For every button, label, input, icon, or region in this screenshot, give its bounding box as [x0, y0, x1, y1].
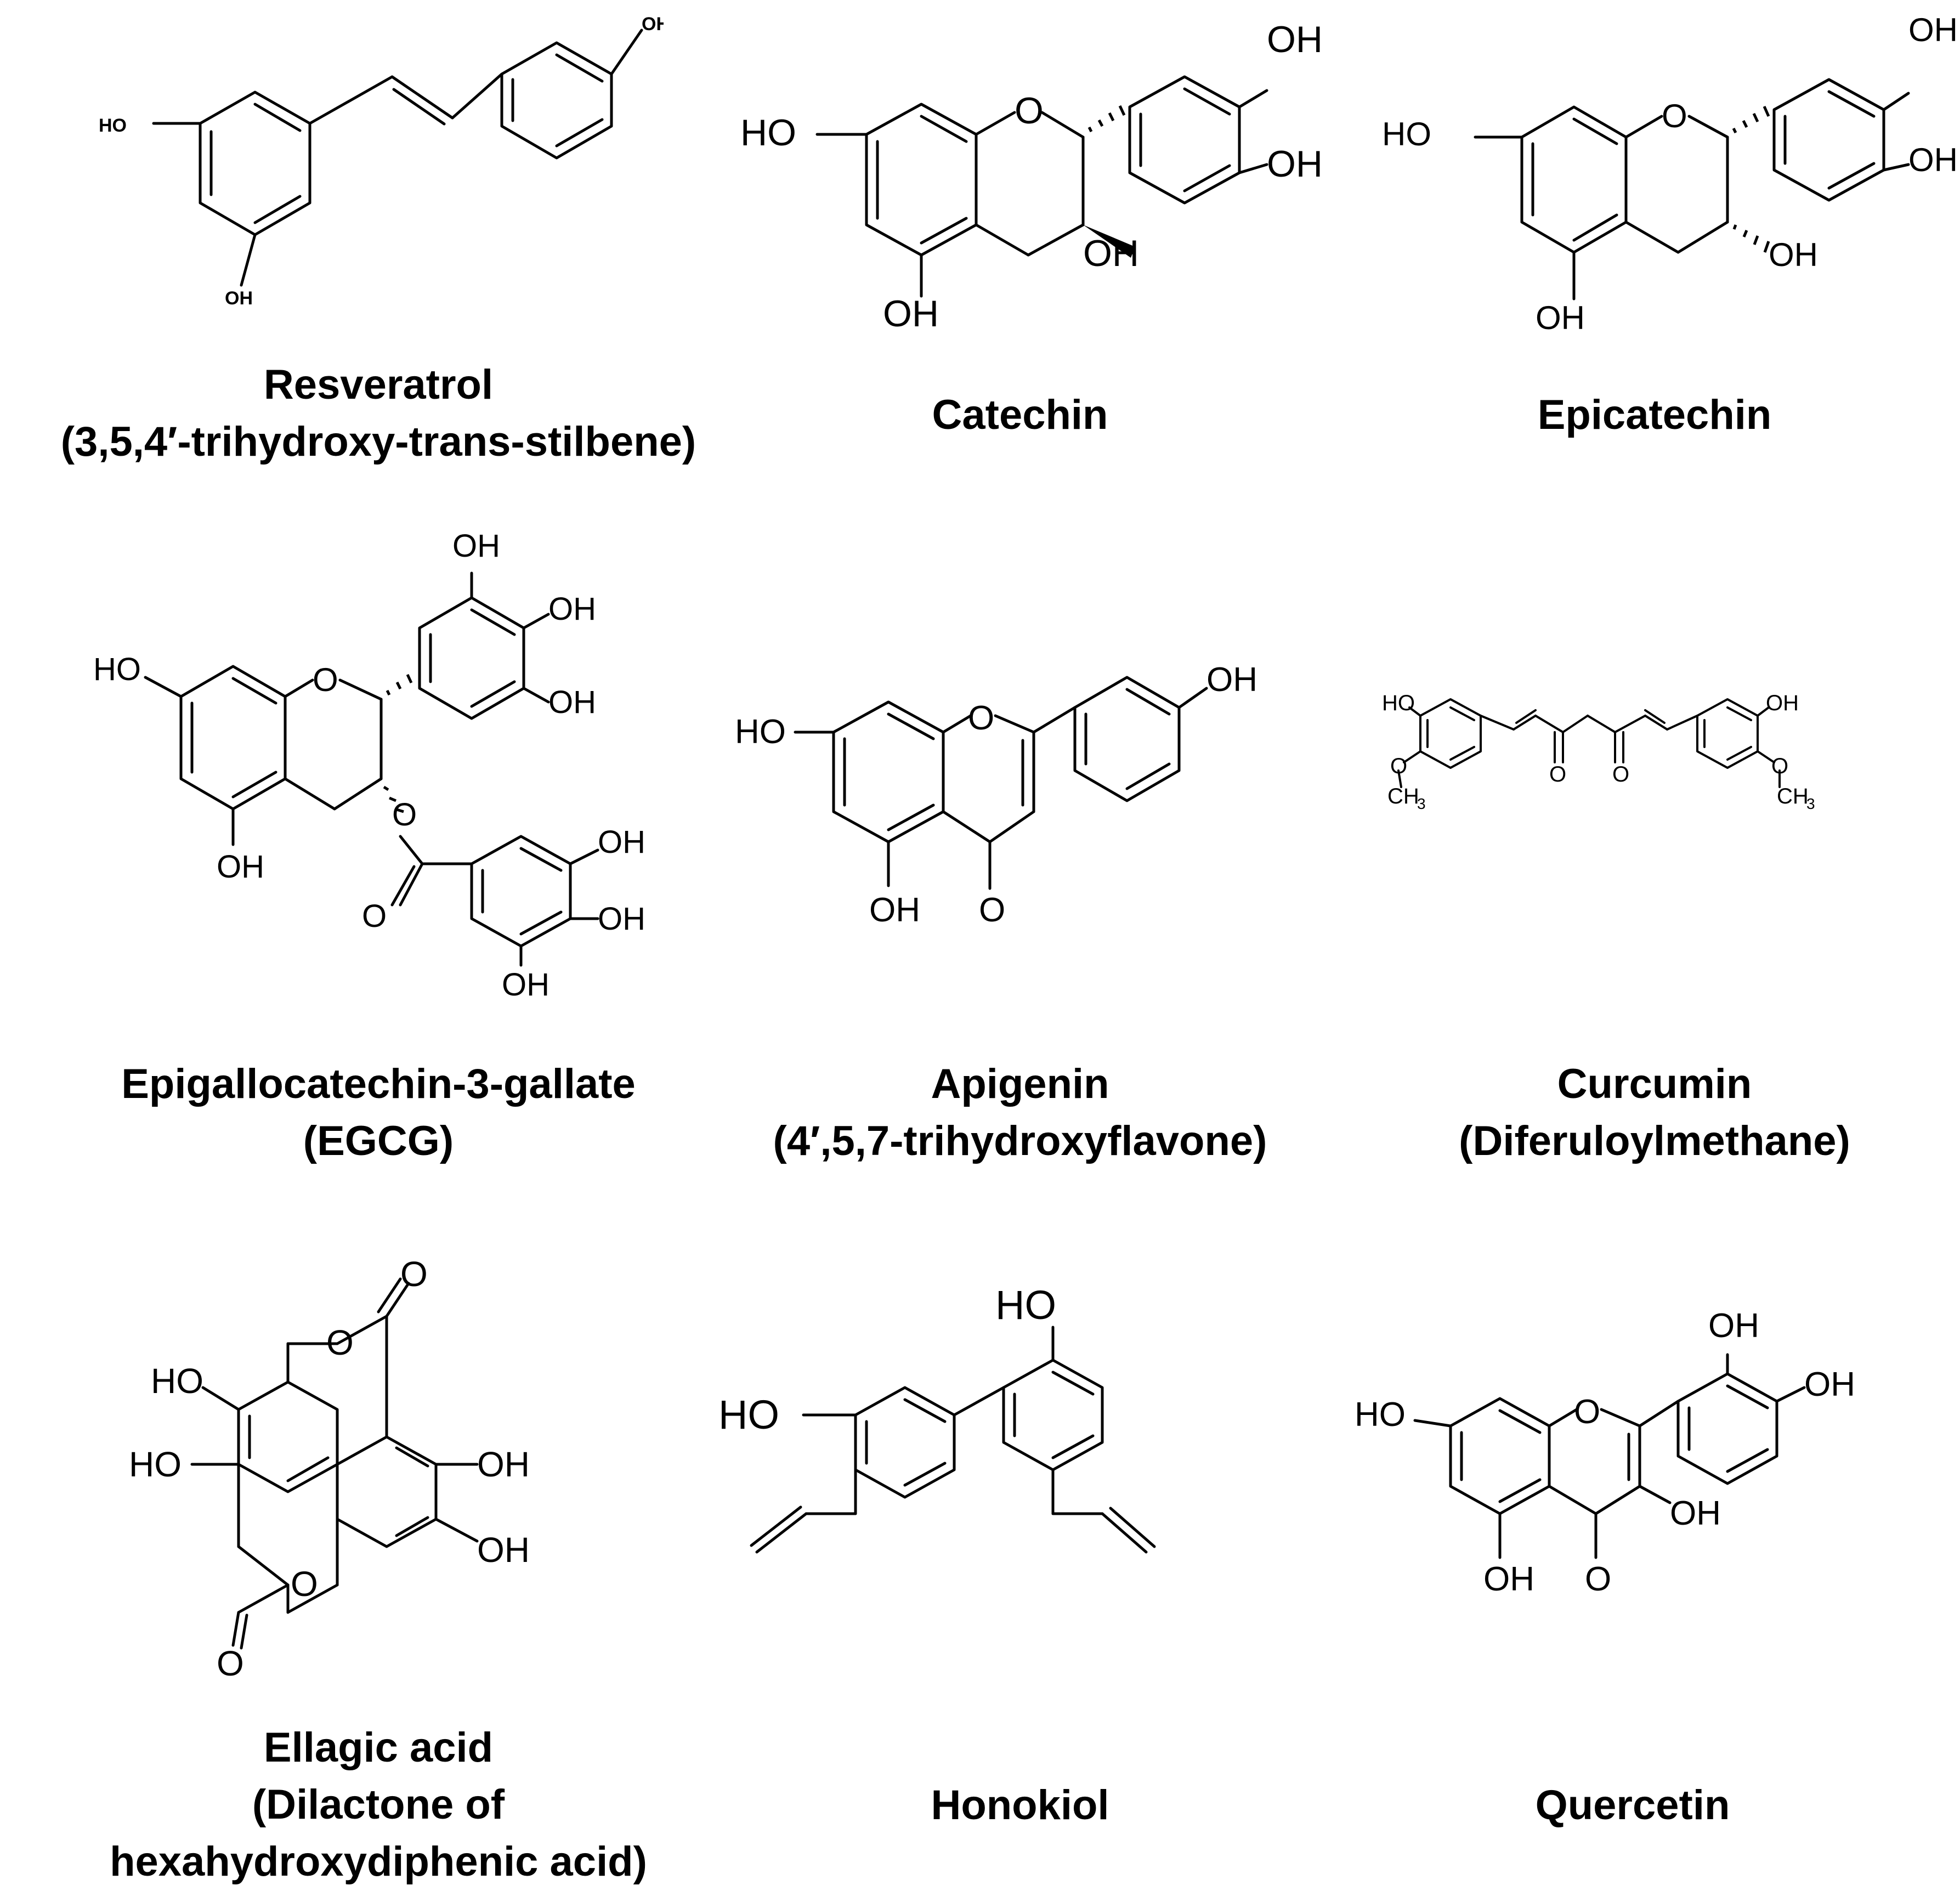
- egcg-oh-3: OH: [548, 684, 596, 720]
- egcg-name: Epigallocatechin-3-gallate: [121, 1061, 636, 1107]
- ellagic-acid-subtitle: (Dilactone of: [252, 1781, 505, 1828]
- egcg-oh-2: OH: [548, 591, 596, 627]
- ellagic-acid-name: Ellagic acid: [263, 1724, 494, 1771]
- egcg-oh-8: OH: [502, 967, 550, 1003]
- egcg-ester-o: O: [392, 797, 417, 833]
- curcumin-methoxy-o-1: O: [1390, 754, 1407, 778]
- epicatechin-name: Epicatechin: [1537, 392, 1772, 438]
- ellagic-acid-structure: HO HO OH OH O O O O: [93, 1261, 675, 1678]
- apigenin-subtitle: (4′,5,7-trihydroxyflavone): [773, 1118, 1267, 1164]
- epicatechin-oh-5: OH: [1536, 299, 1585, 336]
- quercetin-oh-3: OH: [1670, 1494, 1721, 1532]
- curcumin-keto-o-2: O: [1612, 762, 1629, 786]
- apigenin-carbonyl-o: O: [979, 891, 1005, 929]
- resveratrol-oh-label-2: OH: [225, 288, 253, 309]
- egcg-caption: Epigallocatechin-3-gallate (EGCG): [0, 1056, 757, 1170]
- curcumin-structure: HO O CH 3 O O OH O CH 3: [1371, 669, 1960, 877]
- ellagic-acid-caption: Ellagic acid (Dilactone of hexahydroxydi…: [0, 1719, 757, 1890]
- curcumin-ch3-1: CH: [1387, 784, 1419, 808]
- resveratrol-name: Resveratrol: [263, 361, 494, 408]
- catechin-oh-5: OH: [883, 293, 939, 335]
- catechin-ring-o: O: [1015, 90, 1044, 132]
- honokiol-structure: HO HO: [718, 1278, 1322, 1673]
- epicatechin-caption: Epicatechin: [1349, 387, 1960, 444]
- honokiol-ho-2: HO: [718, 1392, 779, 1437]
- resveratrol-structure: OH HO OH: [93, 0, 664, 340]
- curcumin-oh: OH: [1766, 691, 1799, 715]
- quercetin-ring-o: O: [1574, 1393, 1600, 1431]
- apigenin-caption: Apigenin (4′,5,7-trihydroxyflavone): [718, 1056, 1322, 1170]
- resveratrol-caption: Resveratrol (3,5,4′-trihydroxy-trans-sti…: [0, 356, 757, 471]
- epicatechin-oh-1: OH: [1908, 12, 1958, 48]
- curcumin-name: Curcumin: [1557, 1061, 1752, 1107]
- apigenin-ring-o: O: [968, 699, 994, 737]
- catechin-oh-2: OH: [1267, 143, 1322, 185]
- egcg-oh-7: OH: [598, 901, 645, 937]
- catechin-name: Catechin: [932, 392, 1108, 438]
- catechin-caption: Catechin: [718, 387, 1322, 444]
- honokiol-ho-1: HO: [995, 1282, 1056, 1328]
- apigenin-oh-5: OH: [869, 891, 920, 929]
- curcumin-subtitle: (Diferuloylmethane): [1459, 1118, 1850, 1164]
- honokiol-caption: Honokiol: [718, 1777, 1322, 1834]
- ellagic-oh-2: OH: [477, 1530, 530, 1570]
- quercetin-name: Quercetin: [1535, 1782, 1730, 1828]
- catechin-ho: HO: [740, 112, 796, 154]
- ellagic-carbonyl-o-2: O: [217, 1644, 244, 1678]
- egcg-carbonyl-o: O: [362, 898, 387, 934]
- egcg-ho: HO: [93, 652, 141, 687]
- catechin-oh-1: OH: [1267, 19, 1322, 60]
- quercetin-oh-1: OH: [1708, 1307, 1759, 1345]
- curcumin-caption: Curcumin (Diferuloylmethane): [1349, 1056, 1960, 1170]
- curcumin-keto-o-1: O: [1549, 762, 1566, 786]
- ellagic-lactone-o-2: O: [291, 1564, 318, 1604]
- catechin-oh-3: OH: [1083, 233, 1139, 274]
- curcumin-ch3-sub-2: 3: [1806, 795, 1815, 812]
- apigenin-oh-1: OH: [1206, 661, 1257, 699]
- resveratrol-oh-label: OH: [642, 14, 664, 35]
- catechin-structure: O OH OH HO OH OH: [718, 0, 1322, 351]
- egcg-structure: O OH OH OH HO OH O O OH OH OH: [93, 510, 675, 1031]
- quercetin-oh-5: OH: [1483, 1560, 1534, 1598]
- quercetin-structure: O OH OH HO OH OH O: [1355, 1250, 1960, 1645]
- curcumin-ch3-sub-1: 3: [1417, 795, 1426, 812]
- quercetin-carbonyl-o: O: [1585, 1560, 1611, 1598]
- ellagic-acid-subtitle-2: hexahydroxydiphenic acid): [110, 1838, 647, 1885]
- egcg-oh-6: OH: [598, 824, 645, 860]
- resveratrol-subtitle: (3,5,4′-trihydroxy-trans-stilbene): [60, 418, 696, 465]
- egcg-oh-1: OH: [452, 528, 500, 564]
- epicatechin-ho: HO: [1382, 116, 1431, 152]
- egcg-subtitle: (EGCG): [303, 1118, 454, 1164]
- epicatechin-oh-3: OH: [1769, 236, 1818, 273]
- quercetin-ho: HO: [1355, 1396, 1406, 1434]
- egcg-oh-5: OH: [217, 849, 264, 885]
- resveratrol-ho-label: HO: [99, 115, 127, 136]
- ellagic-ho-1: HO: [151, 1361, 203, 1401]
- apigenin-structure: O OH HO OH O: [735, 609, 1305, 938]
- ellagic-oh-1: OH: [477, 1445, 530, 1484]
- epicatechin-structure: O OH OH HO OH OH: [1371, 0, 1960, 351]
- epicatechin-oh-2: OH: [1908, 141, 1958, 178]
- curcumin-methoxy-o-2: O: [1771, 754, 1788, 778]
- honokiol-name: Honokiol: [931, 1782, 1109, 1828]
- egcg-ring-o: O: [313, 661, 338, 698]
- epicatechin-ring-o: O: [1662, 98, 1687, 134]
- curcumin-ch3-2: CH: [1777, 784, 1809, 808]
- quercetin-caption: Quercetin: [1327, 1777, 1938, 1834]
- curcumin-ho: HO: [1382, 691, 1415, 715]
- apigenin-name: Apigenin: [931, 1061, 1109, 1107]
- apigenin-ho: HO: [735, 713, 786, 751]
- ellagic-ho-2: HO: [129, 1445, 182, 1484]
- ellagic-carbonyl-o-1: O: [400, 1261, 428, 1294]
- ellagic-lactone-o-1: O: [326, 1323, 354, 1362]
- quercetin-oh-2: OH: [1804, 1366, 1855, 1403]
